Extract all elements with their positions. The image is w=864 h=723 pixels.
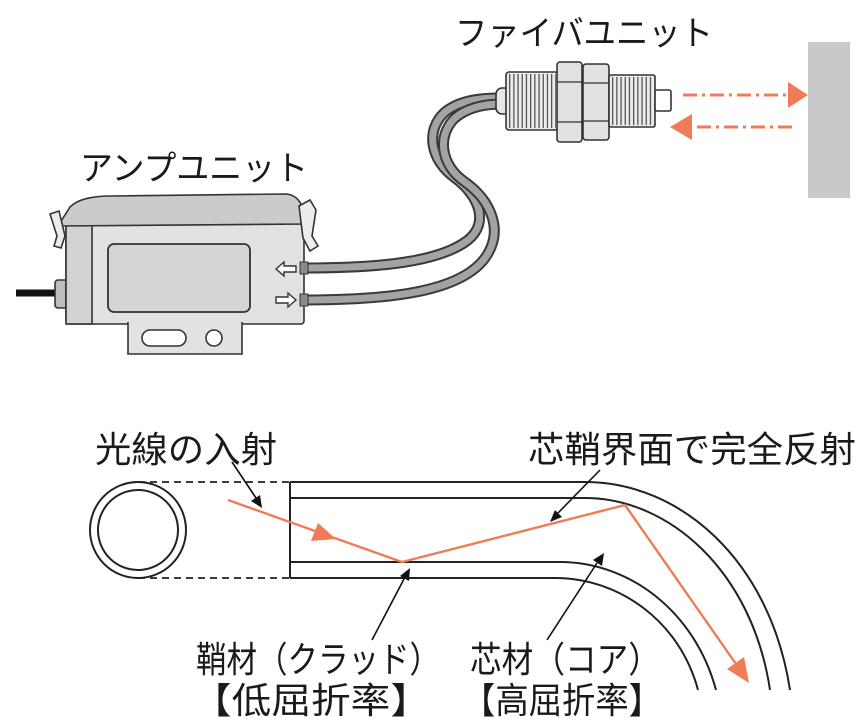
fiber-head-tip [654, 89, 672, 112]
light-ray-end-arrowhead [727, 657, 749, 683]
sensing-light-arrows [670, 82, 808, 140]
total-reflection-label: 芯鞘界面で完全反射 [528, 430, 856, 471]
amp-display [107, 243, 251, 313]
cladding-index-note: 【低屈折率】 [192, 681, 430, 722]
core-index-note: 【高屈折率】 [462, 681, 662, 722]
amp-unit-label: アンプユニット [80, 149, 308, 189]
reflection-pointer-arrowhead [550, 510, 562, 522]
core-label: 芯材（コア） [470, 640, 660, 681]
fiber-cable-lower [300, 100, 506, 304]
fiber-unit-label: ファイバユニット [455, 14, 713, 54]
amp-mount-hole [205, 329, 223, 347]
right-arrow-icon [275, 291, 298, 309]
amp-top-cover [56, 193, 307, 227]
amp-right-clip [298, 198, 320, 253]
cladding-pointer-arrowhead [400, 568, 410, 581]
light-ray-direction-arrowhead [311, 523, 336, 541]
amp-cable-port-upper [299, 261, 309, 275]
fiber-head-front-thread [608, 74, 656, 128]
core-boundary-bottom [290, 561, 717, 691]
core-boundary-top [290, 497, 771, 691]
fiber-cables [298, 92, 508, 306]
incident-label: 光線の入射 [95, 430, 277, 471]
cladding-outer-top [290, 481, 791, 691]
cladding-outer-bottom [290, 577, 699, 691]
amp-mount-slot [141, 329, 187, 347]
fiber-unit-head [495, 61, 672, 143]
incident-pointer-line [231, 461, 257, 499]
detection-target [808, 42, 850, 198]
label-pointers [231, 461, 604, 641]
cladding-pointer-line [371, 578, 405, 641]
amplifier-unit [16, 193, 320, 355]
amp-cable-port-lower [299, 293, 309, 307]
light-ray [227, 498, 749, 683]
fiber-outer-circle [89, 481, 187, 579]
fiber-head-nut-2 [582, 63, 610, 141]
left-arrow-icon [274, 260, 297, 278]
fiber-longitudinal-section [289, 481, 791, 691]
fiber-cross-section [89, 481, 290, 579]
incident-pointer-arrowhead [251, 495, 262, 508]
cladding-label: 鞘材（クラッド） [196, 640, 440, 681]
fiber-head-nut-1 [556, 61, 583, 143]
emitted-light-arrowhead [788, 82, 808, 108]
amp-left-clip [48, 209, 66, 249]
core-pointer-line [546, 562, 598, 641]
reflection-pointer-line [557, 469, 601, 514]
core-pointer-arrowhead [593, 553, 604, 566]
amp-side-face [65, 219, 93, 325]
reflected-light-arrowhead [670, 114, 692, 140]
fiber-core-circle [97, 489, 179, 571]
